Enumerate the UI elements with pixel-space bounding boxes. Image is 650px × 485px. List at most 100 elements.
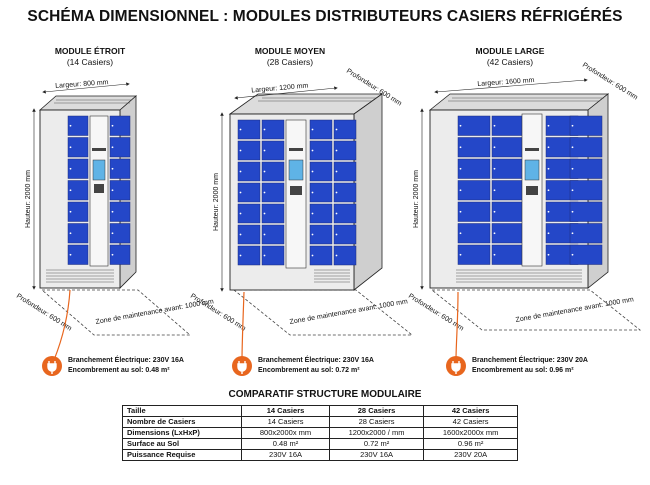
table-cell: 1200x2000 / mm (328, 427, 425, 439)
header-cell: 28 Casiers (328, 405, 425, 417)
locker-handle-icon (111, 146, 114, 149)
locker-handle-icon (459, 167, 462, 170)
locker-handle-icon (69, 146, 72, 149)
locker-handle-icon (311, 149, 314, 152)
power-cable (455, 291, 459, 361)
locker-door (109, 158, 131, 179)
locker-door (109, 180, 131, 201)
locker-handle-icon (547, 253, 550, 256)
power-spec: Branchement Électrique: 230V 16A (258, 357, 374, 364)
locker-door (569, 201, 603, 222)
locker-handle-icon (493, 124, 496, 127)
locker-door (309, 182, 333, 203)
locker-door (569, 115, 603, 136)
locker-handle-icon (459, 146, 462, 149)
locker-door (261, 119, 285, 140)
width-label: Largeur: 1200 mm (251, 83, 309, 95)
locker-handle-icon (311, 212, 314, 215)
power-plug-icon (42, 356, 62, 376)
zone-label: Zone de maintenance avant: 1000 mm (515, 296, 634, 324)
row-label: Surface au Sol (121, 438, 243, 450)
cabinet-narrow (38, 95, 192, 336)
locker-door (491, 223, 525, 244)
locker-handle-icon (459, 232, 462, 235)
locker-handle-icon (571, 232, 574, 235)
header-cell: 42 Casiers (423, 405, 518, 417)
locker-door (237, 203, 261, 224)
locker-door (261, 182, 285, 203)
locker-handle-icon (263, 149, 266, 152)
locker-columns (457, 115, 603, 265)
comparison-table: Taille 14 Casiers 28 Casiers 42 Casiers … (121, 405, 518, 461)
power-cable (241, 291, 245, 361)
module-title-narrow: MODULE ÉTROIT (14 Casiers) (30, 46, 150, 68)
locker-handle-icon (571, 146, 574, 149)
locker-door (569, 223, 603, 244)
comparison-title: COMPARATIF STRUCTURE MODULAIRE (228, 389, 422, 400)
header-cell: Taille (121, 405, 243, 417)
locker-door (457, 115, 491, 136)
locker-handle-icon (335, 128, 338, 131)
locker-handle-icon (263, 128, 266, 131)
locker-handle-icon (335, 170, 338, 173)
locker-handle-icon (263, 170, 266, 173)
module-subtitle: (42 Casiers) (486, 57, 534, 67)
locker-door (333, 203, 357, 224)
module-subtitle: (14 Casiers) (66, 57, 114, 67)
locker-handle-icon (263, 254, 266, 257)
locker-handle-icon (263, 191, 266, 194)
locker-handle-icon (111, 167, 114, 170)
locker-handle-icon (335, 212, 338, 215)
table-cell: 1600x2000x mm (423, 427, 518, 439)
keypad-icon (94, 184, 104, 193)
table-cell: 14 Casiers (241, 416, 330, 428)
floor-spec: Encombrement au sol: 0.96 m² (472, 367, 574, 374)
power-spec: Branchement Électrique: 230V 16A (68, 357, 184, 364)
module-name: MODULE MOYEN (254, 46, 326, 56)
locker-handle-icon (239, 212, 242, 215)
header-cell: 14 Casiers (241, 405, 330, 417)
dimension-diagram: Largeur: 800 mm Hauteur: 2000 mm Profond… (15, 62, 642, 361)
width-label: Largeur: 1600 mm (477, 77, 535, 88)
locker-handle-icon (69, 167, 72, 170)
locker-handle-icon (239, 149, 242, 152)
module-title-medium: MODULE MOYEN (28 Casiers) (230, 46, 350, 68)
locker-door (457, 137, 491, 158)
locker-handle-icon (69, 210, 72, 213)
locker-door (333, 119, 357, 140)
table-cell: 230V 16A (241, 449, 330, 461)
locker-door (309, 203, 333, 224)
locker-door (309, 119, 333, 140)
locker-handle-icon (547, 146, 550, 149)
locker-door (309, 224, 333, 245)
locker-handle-icon (111, 189, 114, 192)
locker-handle-icon (571, 253, 574, 256)
locker-handle-icon (263, 233, 266, 236)
module-name: MODULE ÉTROIT (54, 46, 126, 56)
row-label: Puissance Requise (121, 449, 243, 461)
locker-door (67, 201, 89, 222)
locker-door (237, 161, 261, 182)
locker-handle-icon (571, 189, 574, 192)
power-spec: Branchement Électrique: 230V 20A (472, 357, 588, 364)
floor-spec: Encombrement au sol: 0.48 m² (68, 367, 170, 374)
power-info-medium: Branchement Électrique: 230V 16A Encombr… (258, 356, 374, 376)
locker-handle-icon (547, 124, 550, 127)
height-label: Hauteur: 2000 mm (25, 170, 32, 228)
locker-door (109, 137, 131, 158)
depth-label: Profondeur: 600 mm (189, 293, 247, 333)
locker-handle-icon (459, 189, 462, 192)
locker-handle-icon (69, 253, 72, 256)
locker-door (491, 137, 525, 158)
locker-door (491, 244, 525, 265)
locker-door (237, 245, 261, 266)
locker-handle-icon (335, 233, 338, 236)
locker-door (109, 115, 131, 136)
cabinet-large (428, 93, 642, 331)
locker-door (67, 223, 89, 244)
locker-handle-icon (493, 253, 496, 256)
locker-handle-icon (459, 210, 462, 213)
keypad-icon (290, 186, 302, 195)
locker-columns (237, 119, 357, 266)
locker-handle-icon (311, 254, 314, 257)
